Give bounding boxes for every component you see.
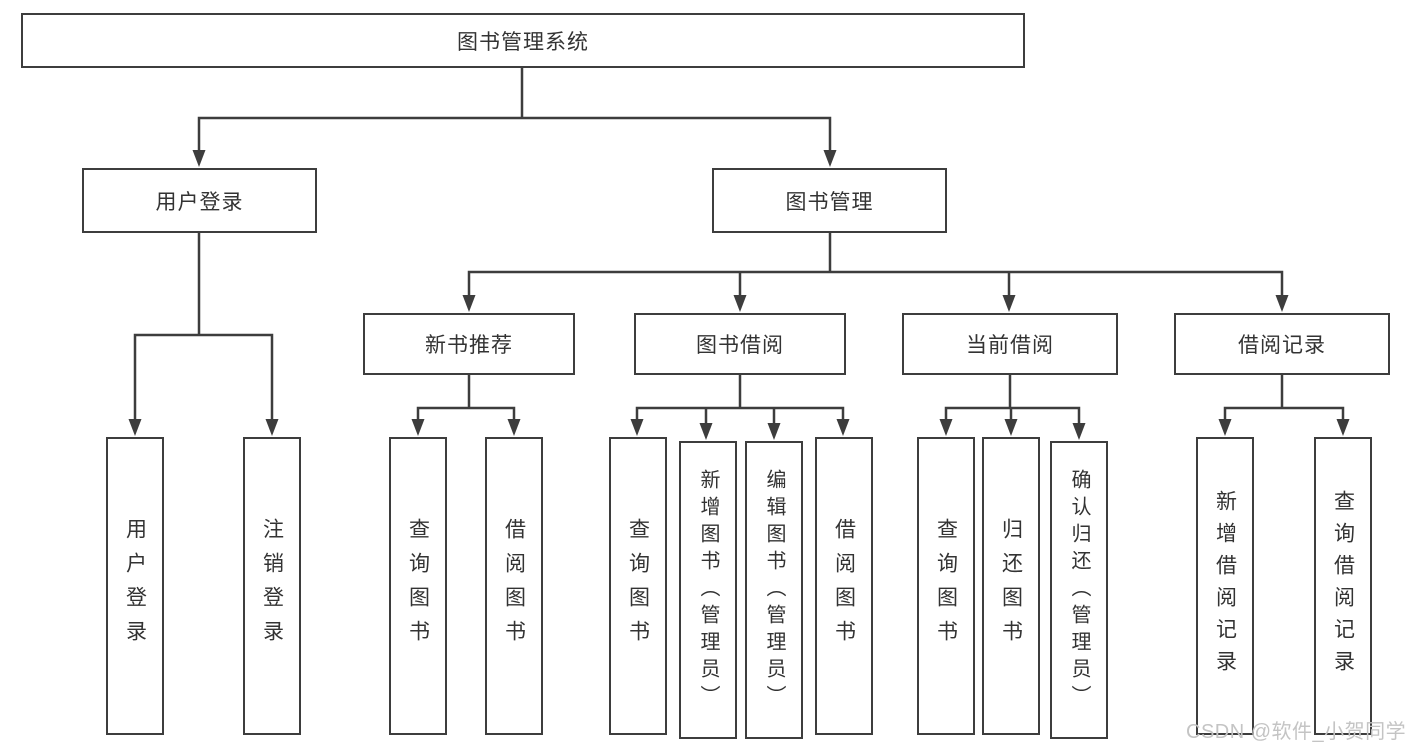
node-label: 归还图书	[999, 518, 1023, 654]
node-label: 借阅图书	[832, 518, 856, 654]
node-label: 图书管理系统	[457, 30, 589, 54]
node-label: 查询图书	[406, 518, 430, 654]
leaf-logout: 注销登录	[243, 437, 301, 735]
node-label: 注销登录	[260, 518, 284, 654]
node-label: 查询图书	[626, 518, 650, 654]
leaf-recommend-borrow-book: 借阅图书	[485, 437, 543, 735]
node-book-management: 图书管理	[712, 168, 947, 233]
node-root-system: 图书管理系统	[21, 13, 1025, 68]
leaf-recommend-query-book: 查询图书	[389, 437, 447, 735]
node-label: 当前借阅	[966, 334, 1054, 357]
node-label: 借阅图书	[502, 518, 526, 654]
leaf-borrowing-borrow-book: 借阅图书	[815, 437, 873, 735]
node-new-book-recommend: 新书推荐	[363, 313, 575, 375]
node-label: 新增图书（管理员）	[697, 468, 719, 712]
leaf-return-book: 归还图书	[982, 437, 1040, 735]
node-borrowing-records: 借阅记录	[1174, 313, 1390, 375]
node-label: 新书推荐	[425, 334, 513, 357]
node-label: 查询图书	[934, 518, 958, 654]
node-label: 借阅记录	[1238, 334, 1326, 357]
leaf-add-book-admin: 新增图书（管理员）	[679, 441, 737, 739]
node-user-login: 用户登录	[82, 168, 317, 233]
leaf-add-borrow-record: 新增借阅记录	[1196, 437, 1254, 735]
leaf-query-borrow-record: 查询借阅记录	[1314, 437, 1372, 735]
leaf-borrowing-query-book: 查询图书	[609, 437, 667, 735]
csdn-watermark: CSDN @软件_小贺同学	[1186, 721, 1405, 743]
node-label: 确认归还（管理员）	[1068, 468, 1090, 712]
node-label: 查询借阅记录	[1331, 490, 1355, 682]
node-label: 新增借阅记录	[1213, 490, 1237, 682]
leaf-user-login: 用户登录	[106, 437, 164, 735]
node-book-borrowing: 图书借阅	[634, 313, 846, 375]
leaf-current-query-book: 查询图书	[917, 437, 975, 735]
node-label: 编辑图书（管理员）	[763, 468, 785, 712]
node-label: 图书借阅	[696, 334, 784, 357]
leaf-edit-book-admin: 编辑图书（管理员）	[745, 441, 803, 739]
node-label: 用户登录	[123, 518, 147, 654]
node-label: 用户登录	[155, 190, 244, 214]
node-current-borrowing: 当前借阅	[902, 313, 1118, 375]
node-label: 图书管理	[785, 190, 874, 214]
leaf-confirm-return-admin: 确认归还（管理员）	[1050, 441, 1108, 739]
